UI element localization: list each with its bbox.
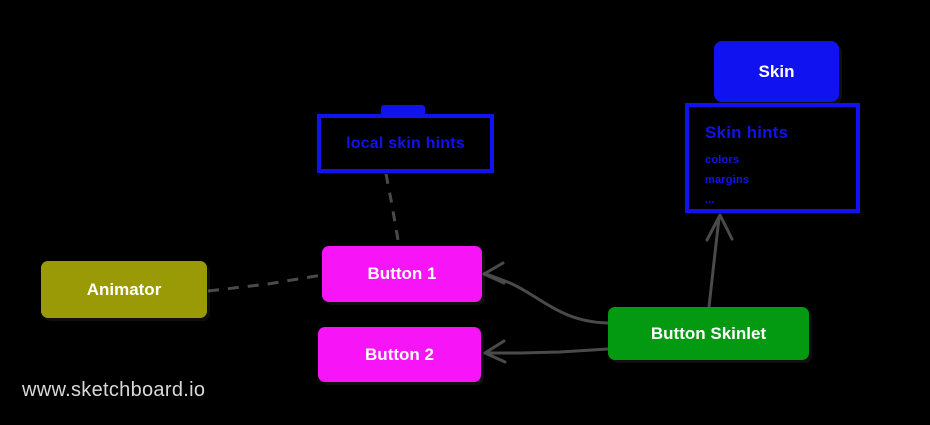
skin-hints-title: Skin hints [705,123,789,142]
connector-animator-to-button1 [207,273,323,293]
connector-skinlet-to-skin-hints [707,216,721,309]
node-animator[interactable]: Animator [41,261,207,318]
skin-hints-item-colors: colors [705,154,740,166]
node-button-1[interactable]: Button 1 [322,246,482,302]
node-skin-hints[interactable]: Skin hints colors margins ... [685,103,860,213]
node-skin[interactable]: Skin [714,41,839,102]
skin-hints-item-ellipsis: ... [705,194,715,206]
node-local-skin-hints[interactable]: local skin hints [317,114,494,173]
node-button-skinlet[interactable]: Button Skinlet [608,307,809,360]
connector-skinlet-to-button2 [485,347,610,355]
node-button-2[interactable]: Button 2 [318,327,481,382]
arrowhead-skinlet-to-button2 [483,339,507,364]
skin-hints-item-margins: margins [705,174,750,186]
connector-skinlet-to-button1 [484,272,610,325]
watermark: www.sketchboard.io [22,379,206,401]
arrowhead-skinlet-to-skin-hints [705,213,734,242]
connector-local-skin-hints-to-button1 [384,173,401,247]
local-skin-hints-tab-chip [381,105,425,116]
arrowhead-skinlet-to-button1 [482,261,506,285]
